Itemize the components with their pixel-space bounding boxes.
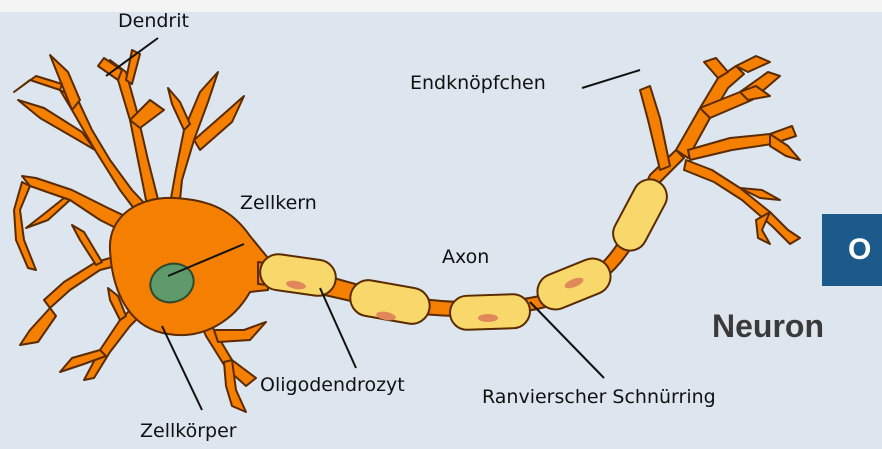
label-ranvier: Ranvierscher Schnürring: [482, 388, 716, 407]
myelin-segment: [607, 173, 673, 256]
label-axon: Axon: [442, 248, 489, 267]
label-zellkern: Zellkern: [240, 194, 317, 213]
myelin-segment: [258, 252, 338, 298]
label-endknoepfchen: Endknöpfchen: [410, 74, 546, 93]
section-badge: O: [822, 214, 882, 286]
label-zellkoerper: Zellkörper: [140, 422, 237, 441]
slide-title: Neuron: [712, 310, 824, 342]
axon-terminals: [640, 56, 800, 244]
label-dendrit: Dendrit: [118, 12, 189, 31]
myelin-segment: [449, 294, 530, 331]
label-oligodendrozyt: Oligodendrozyt: [260, 376, 405, 395]
